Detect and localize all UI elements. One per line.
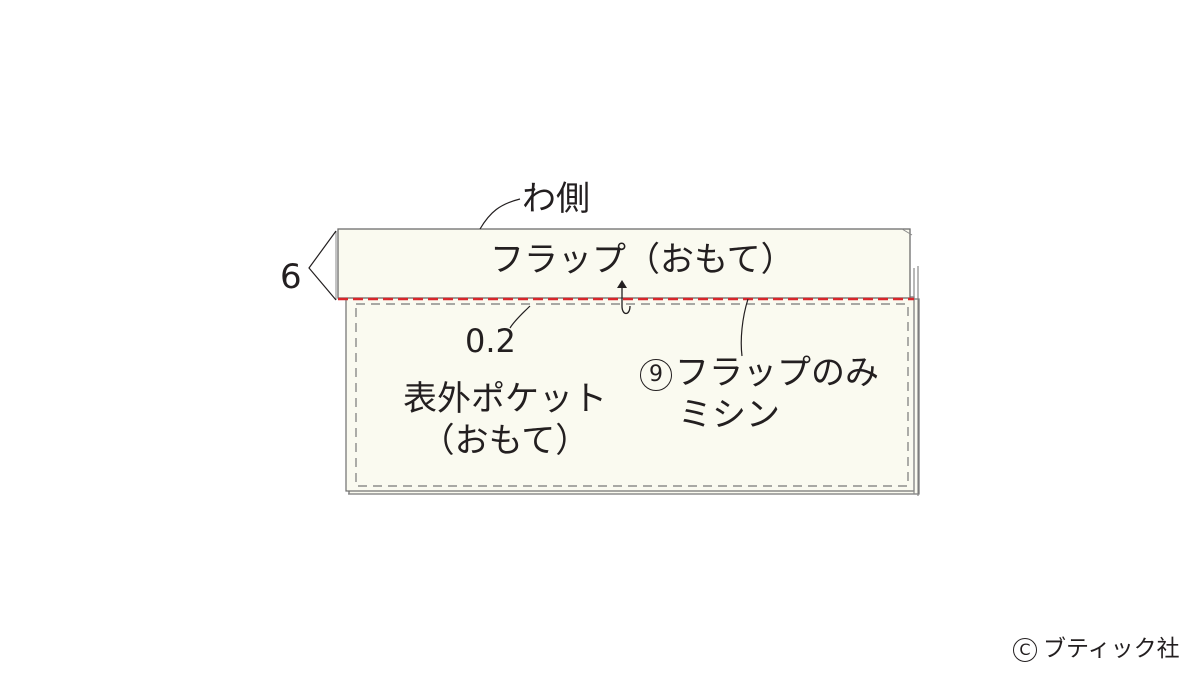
step-number-badge: 9 bbox=[640, 359, 672, 391]
pocket-front-layer bbox=[345, 296, 915, 492]
flap-height-label: 6 bbox=[280, 257, 302, 297]
seam-dashed-line bbox=[355, 303, 909, 487]
offset-leader bbox=[509, 305, 531, 329]
pocket-label-line1: 表外ポケット bbox=[403, 379, 607, 419]
pocket-panel bbox=[345, 266, 920, 496]
pocket-label-line2: （おもて） bbox=[420, 421, 590, 461]
step-leader bbox=[740, 298, 749, 357]
step-text-line2: ミシン bbox=[678, 395, 780, 435]
fold-side-leader bbox=[479, 198, 521, 230]
flap-label: フラップ（おもて） bbox=[490, 240, 795, 280]
copyright-icon: C bbox=[1013, 638, 1037, 662]
flap-arrow-head bbox=[617, 280, 627, 288]
stitch-offset-label: 0.2 bbox=[465, 322, 516, 360]
pocket-label: 表外ポケット （おもて） bbox=[400, 382, 610, 458]
flap-fold-corner bbox=[901, 228, 913, 236]
fold-side-label: わ側 bbox=[522, 179, 590, 219]
flap-arrow-stem bbox=[621, 284, 631, 315]
step-text-line1: フラップのみ bbox=[675, 353, 879, 393]
flap-height-bracket bbox=[308, 230, 337, 301]
credit-text: ブティック社 bbox=[1043, 636, 1180, 662]
